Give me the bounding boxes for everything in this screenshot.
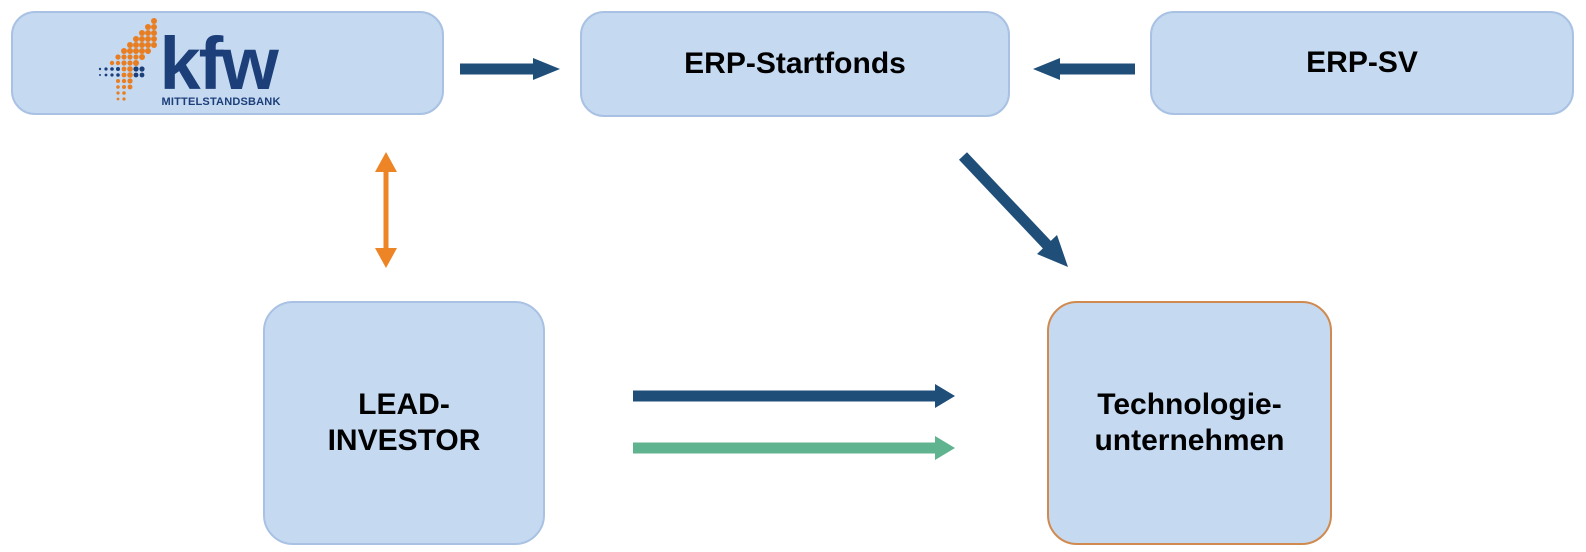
arrow-kfw-lead-investor-bidirectional	[375, 152, 397, 268]
kfw-node: kfw MITTELSTANDSBANK	[11, 11, 444, 115]
arrow-lead-to-technologie-blue	[633, 384, 955, 408]
arrow-lead-to-technologie-green	[633, 436, 955, 460]
kfw-logo-dots-icon	[98, 18, 157, 101]
erp-startfonds-node: ERP-Startfonds	[580, 11, 1010, 117]
kfw-logo-subtitle: MITTELSTANDSBANK	[161, 96, 281, 108]
technologieunternehmen-label: Technologie- unternehmen	[1094, 388, 1285, 457]
lead-investor-label: LEAD- INVESTOR	[327, 388, 481, 457]
erp-sv-node: ERP-SV	[1150, 11, 1574, 115]
arrow-startfonds-to-technologie	[959, 152, 1068, 267]
arrow-kfw-to-startfonds	[460, 58, 560, 80]
kfw-logo: kfw MITTELSTANDSBANK	[98, 13, 358, 113]
erp-startfonds-label: ERP-Startfonds	[684, 47, 906, 80]
arrow-erpsv-to-startfonds	[1033, 58, 1135, 80]
technologieunternehmen-node: Technologie- unternehmen	[1047, 301, 1332, 545]
lead-investor-node: LEAD- INVESTOR	[263, 301, 545, 545]
erp-sv-label: ERP-SV	[1306, 46, 1418, 79]
kfw-logo-text: kfw	[159, 22, 279, 105]
